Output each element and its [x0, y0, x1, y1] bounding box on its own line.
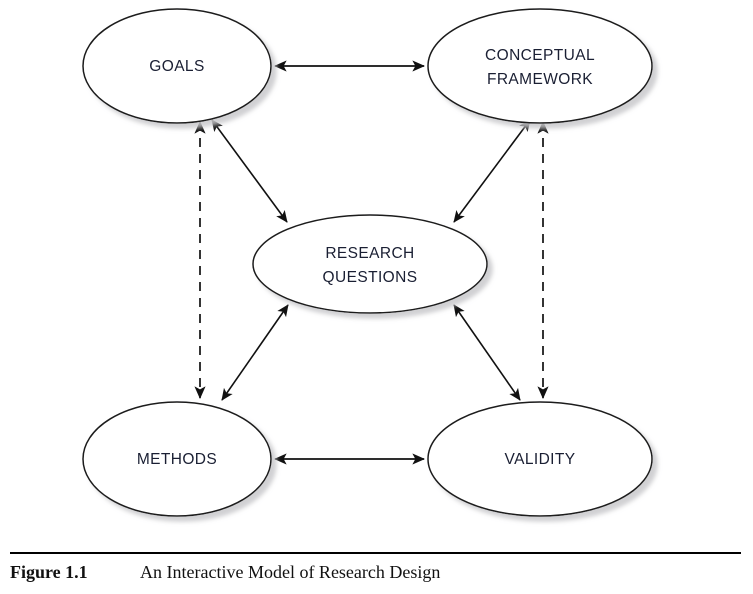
node-goals-shape[interactable]: [82, 8, 272, 124]
node-methods[interactable]: METHODS: [82, 401, 272, 517]
node-validity-label: VALIDITY: [505, 451, 576, 468]
node-conceptual-framework-shape[interactable]: [427, 8, 653, 124]
connector-validity-research-questions: [453, 304, 521, 401]
node-conceptual-framework-label-line1: CONCEPTUAL: [485, 47, 595, 64]
node-goals-label: GOALS: [149, 58, 204, 75]
node-validity[interactable]: VALIDITY: [427, 401, 653, 517]
connector-goals-research-questions: [211, 119, 288, 223]
figure-caption: Figure 1.1 An Interactive Model of Resea…: [0, 530, 753, 594]
caption-text-row: Figure 1.1 An Interactive Model of Resea…: [10, 562, 741, 583]
connector-methods-research-questions: [221, 304, 289, 401]
node-research-questions-label-line2: QUESTIONS: [323, 269, 418, 286]
connections-layer: [194, 60, 549, 465]
figure-number-label: Figure 1.1: [10, 562, 88, 582]
node-methods-shape[interactable]: [82, 401, 272, 517]
research-design-diagram: GOALS CONCEPTUAL FRAMEWORK RESEARCH QUES…: [82, 8, 653, 517]
node-validity-shape[interactable]: [427, 401, 653, 517]
node-research-questions-shape[interactable]: [252, 214, 488, 314]
connector-conceptual-research-questions: [453, 119, 531, 223]
node-goals[interactable]: GOALS: [82, 8, 272, 124]
node-methods-label: METHODS: [137, 451, 217, 468]
figure-title-label: An Interactive Model of Research Design: [140, 562, 441, 582]
node-research-questions-label-line1: RESEARCH: [325, 245, 414, 262]
caption-divider-rule: [10, 552, 741, 554]
node-conceptual-framework[interactable]: CONCEPTUAL FRAMEWORK: [427, 8, 653, 124]
node-conceptual-framework-label-line2: FRAMEWORK: [487, 71, 593, 88]
nodes-layer: GOALS CONCEPTUAL FRAMEWORK RESEARCH QUES…: [82, 8, 653, 517]
node-research-questions[interactable]: RESEARCH QUESTIONS: [252, 214, 488, 314]
